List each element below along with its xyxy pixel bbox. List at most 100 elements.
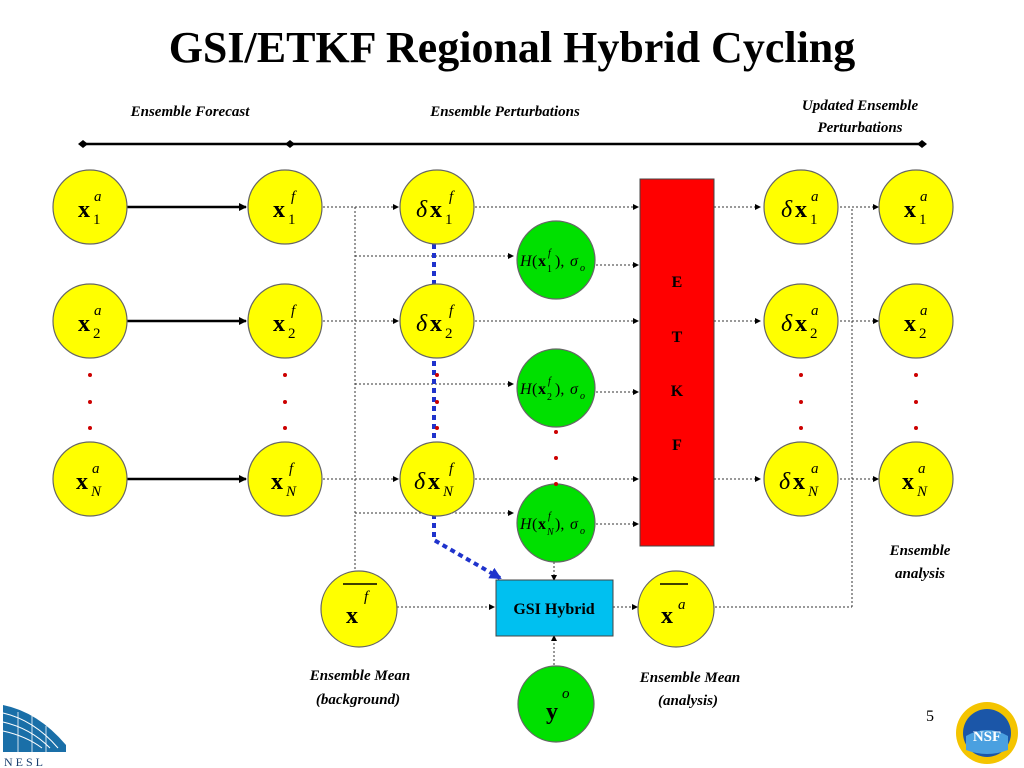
svg-text:NSF: NSF	[973, 729, 1001, 745]
svg-text:a: a	[811, 189, 819, 205]
svg-text:x: x	[904, 311, 916, 337]
svg-text:f: f	[449, 189, 455, 205]
node-dxa-2: δ x 2 a	[763, 283, 839, 359]
gsi-hybrid-label: GSI Hybrid	[513, 601, 594, 618]
svg-text:x: x	[538, 516, 546, 533]
svg-text:1: 1	[919, 212, 927, 228]
svg-text:(: (	[532, 381, 537, 398]
node-yo: y o	[517, 665, 595, 743]
svg-text:a: a	[920, 189, 928, 205]
svg-text:δ: δ	[414, 469, 426, 495]
label-mean-background-1: Ensemble Mean	[309, 668, 410, 684]
slide-title: GSI/ETKF Regional Hybrid Cycling	[168, 23, 856, 72]
gsi-hybrid-box	[495, 579, 614, 637]
svg-text:x: x	[271, 469, 283, 495]
svg-text:δ: δ	[416, 197, 428, 223]
svg-text:f: f	[548, 511, 552, 522]
node-xa-out-n: x N a	[878, 441, 954, 517]
svg-text:a: a	[811, 303, 819, 319]
svg-text:y: y	[546, 699, 558, 725]
node-h-n: H ( x N f ), σ o	[516, 483, 596, 563]
nsf-logo: NSF	[956, 702, 1018, 764]
svg-text:1: 1	[445, 212, 453, 228]
svg-text:a: a	[918, 461, 926, 477]
svg-text:(: (	[532, 253, 537, 270]
svg-text:f: f	[548, 376, 552, 387]
svg-text:x: x	[76, 469, 88, 495]
perturbation-path	[432, 226, 502, 580]
svg-text:2: 2	[810, 326, 818, 342]
label-ensemble-analysis-1: Ensemble	[889, 543, 951, 559]
svg-text:f: f	[449, 303, 455, 319]
svg-text:σ: σ	[570, 516, 579, 533]
node-xf-n: x N f	[247, 441, 323, 517]
svg-text:x: x	[538, 381, 546, 398]
node-xa-out-2: x 2 a	[878, 283, 954, 359]
etkf-letter-e: E	[672, 274, 683, 291]
svg-text:1: 1	[93, 212, 101, 228]
svg-text:x: x	[428, 469, 440, 495]
node-dxf-n: δ x N f	[399, 441, 475, 517]
node-xa-n: x N a	[52, 441, 128, 517]
svg-text:a: a	[94, 303, 102, 319]
svg-text:f: f	[364, 589, 370, 605]
svg-text:o: o	[580, 263, 585, 274]
header-updated-perturbations: Updated Ensemble Perturbations	[750, 95, 970, 139]
svg-text:1: 1	[288, 212, 296, 228]
svg-text:a: a	[920, 303, 928, 319]
svg-text:o: o	[580, 391, 585, 402]
node-h-2: H ( x 2 f ), σ o	[516, 348, 596, 428]
svg-text:H: H	[519, 253, 533, 270]
svg-text:x: x	[78, 311, 90, 337]
node-dxf-1: δ x 1 f	[399, 169, 475, 245]
svg-text:x: x	[273, 311, 285, 337]
node-dxa-n: δ x N a	[763, 441, 839, 517]
node-xa-2: x 2 a	[52, 283, 128, 359]
svg-text:),: ),	[555, 381, 564, 398]
svg-text:a: a	[94, 189, 102, 205]
svg-text:f: f	[289, 461, 295, 477]
node-xf-2: x 2 f	[247, 283, 323, 359]
svg-text:x: x	[430, 197, 442, 223]
svg-text:2: 2	[547, 392, 552, 403]
svg-text:δ: δ	[779, 469, 791, 495]
etkf-letter-k: K	[671, 383, 684, 400]
svg-text:1: 1	[547, 264, 552, 275]
svg-text:x: x	[661, 603, 673, 629]
svg-text:NESL: NESL	[4, 755, 46, 768]
svg-text:N: N	[442, 484, 454, 500]
svg-text:),: ),	[555, 516, 564, 533]
label-mean-analysis-1: Ensemble Mean	[639, 670, 740, 686]
svg-text:a: a	[678, 597, 686, 613]
node-xf-1: x 1 f	[247, 169, 323, 245]
svg-text:2: 2	[288, 326, 296, 342]
svg-text:N: N	[916, 484, 928, 500]
svg-text:x: x	[346, 603, 358, 629]
svg-text:σ: σ	[570, 381, 579, 398]
svg-text:),: ),	[555, 253, 564, 270]
svg-text:x: x	[793, 469, 805, 495]
label-mean-background-2: (background)	[316, 692, 400, 708]
svg-text:(: (	[532, 516, 537, 533]
node-h-1: H ( x 1 f ), σ o	[516, 220, 596, 300]
header-ensemble-forecast: Ensemble Forecast	[130, 104, 250, 120]
nesl-logo: NESL	[2, 705, 66, 768]
svg-text:x: x	[902, 469, 914, 495]
svg-text:δ: δ	[781, 311, 793, 337]
node-xa-out-1: x 1 a	[878, 169, 954, 245]
svg-text:N: N	[807, 484, 819, 500]
node-xa-mean: x a	[637, 570, 715, 648]
node-dxa-1: δ x 1 a	[763, 169, 839, 245]
svg-text:x: x	[273, 197, 285, 223]
svg-text:σ: σ	[570, 253, 579, 270]
header-ensemble-perturbations: Ensemble Perturbations	[430, 104, 580, 120]
svg-text:2: 2	[93, 326, 101, 342]
svg-text:x: x	[795, 311, 807, 337]
node-xa-1: x 1 a	[52, 169, 128, 245]
etkf-letter-t: T	[672, 329, 683, 346]
svg-text:x: x	[904, 197, 916, 223]
svg-text:o: o	[580, 526, 585, 537]
svg-text:x: x	[430, 311, 442, 337]
